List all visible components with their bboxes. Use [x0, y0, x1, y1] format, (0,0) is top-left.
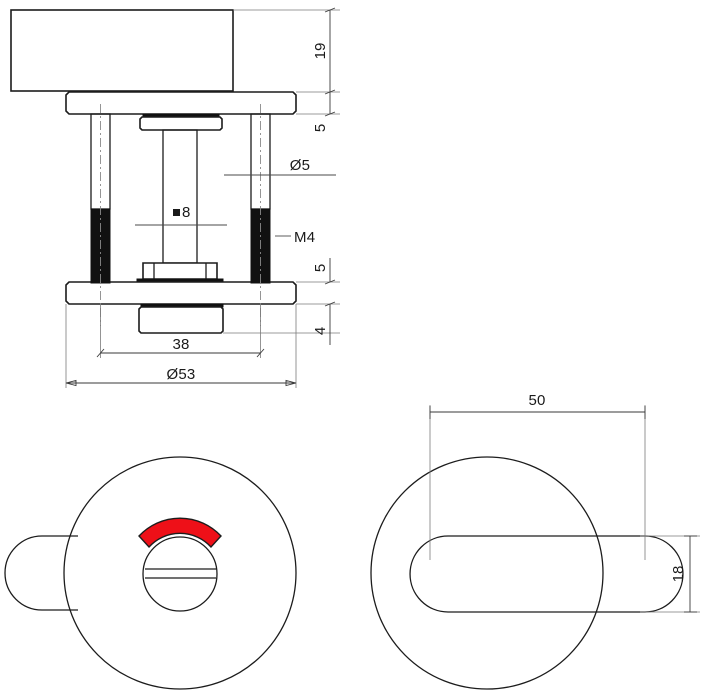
dimension-19: 19 [312, 7, 336, 95]
upper-collar [139, 116, 223, 131]
dimension-18: 18 [670, 535, 697, 613]
spindle-shaft [162, 129, 198, 264]
callout-m4: M4 [275, 229, 315, 246]
dimension-diameter-53: Ø53 [65, 304, 297, 388]
left-fixing-bolt [90, 104, 111, 326]
callout-square-8-label: 8 [182, 204, 191, 221]
thumbturn-cap [138, 306, 224, 334]
dimension-19-label: 19 [312, 43, 329, 60]
rear-face-view: 50 18 [370, 392, 700, 690]
dimension-5-upper: 5 [312, 92, 336, 132]
turn-disc [142, 536, 218, 612]
lower-rosette-plate [65, 281, 297, 305]
dimension-diameter-53-label: Ø53 [167, 366, 196, 383]
callout-square-8: 8 [135, 204, 227, 226]
handle-lever-block [10, 9, 234, 92]
dimension-5-upper-label: 5 [312, 124, 329, 132]
callout-diameter-5-label: Ø5 [290, 157, 310, 174]
dimension-50: 50 [429, 392, 646, 419]
cross-section-view: 19 5 5 4 Ø5 M4 [10, 7, 340, 388]
indicator-arc [138, 517, 222, 549]
dimension-5-lower: 5 [312, 258, 336, 285]
dimension-4-label: 4 [312, 327, 329, 335]
callout-m4-label: M4 [294, 229, 315, 246]
dimension-50-label: 50 [528, 392, 545, 409]
dimension-18-label: 18 [670, 566, 687, 583]
callout-diameter-5: Ø5 [224, 157, 336, 176]
rosette-circle [63, 456, 297, 690]
side-knob [4, 535, 78, 611]
square-symbol-icon [173, 209, 180, 216]
rosette-circle-rear [370, 456, 604, 690]
thumbturn-lever [409, 535, 684, 613]
dimension-5-lower-label: 5 [312, 264, 329, 272]
dimension-38: 38 [96, 304, 265, 358]
right-fixing-bolt [250, 104, 271, 326]
section-extension-lines [223, 9, 340, 334]
dimension-4: 4 [312, 301, 336, 345]
upper-rosette-plate [65, 91, 297, 115]
front-face-view [4, 456, 297, 690]
dimension-38-label: 38 [172, 336, 189, 353]
